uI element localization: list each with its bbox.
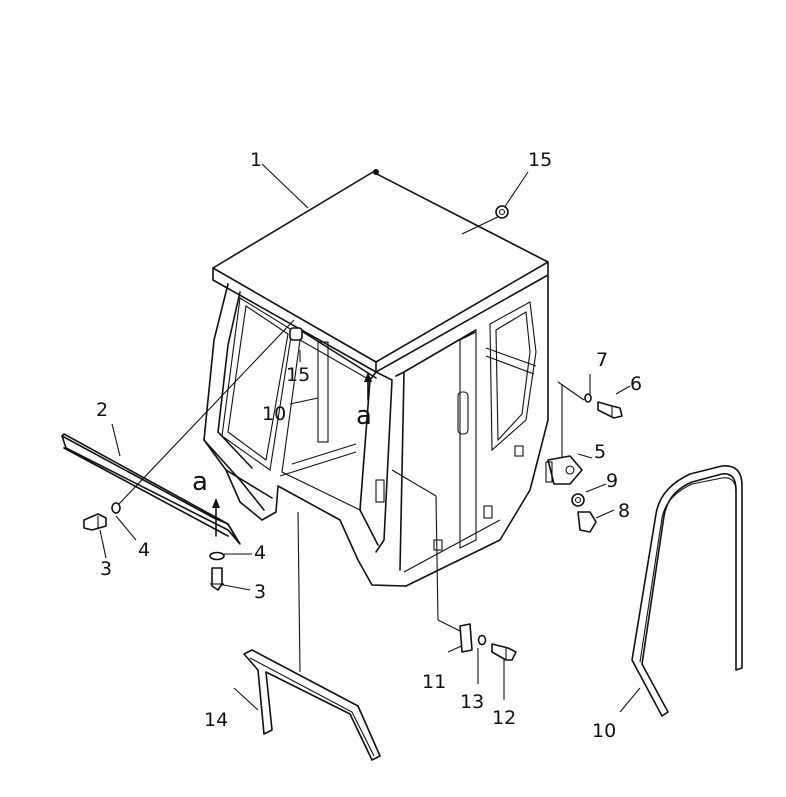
leader-lines [99, 163, 641, 713]
callout-9: 9 [606, 470, 618, 492]
callout-2: 2 [96, 399, 108, 421]
cab-roof [212, 169, 549, 373]
view-mark-a-cab: a [356, 401, 372, 431]
fasteners [83, 205, 623, 661]
side-panel [61, 433, 241, 545]
frame-10 [631, 465, 743, 717]
view-arrows [212, 372, 372, 537]
callout-14: 14 [204, 709, 228, 731]
callout-labels: 1 15 15 10 2 4 3 4 3 7 6 5 9 8 11 13 12 … [96, 149, 642, 742]
callout-7: 7 [596, 349, 608, 371]
cab-body [203, 274, 549, 587]
frame-14 [243, 649, 381, 761]
callout-6: 6 [630, 373, 642, 395]
callout-5: 5 [594, 441, 606, 463]
callout-13: 13 [460, 691, 484, 713]
callout-4-left: 4 [138, 539, 150, 561]
view-mark-a-left: a [192, 467, 208, 497]
callout-15-mid: 15 [286, 364, 310, 386]
callout-10-cab: 10 [262, 403, 286, 425]
callout-8: 8 [618, 500, 630, 522]
callout-3-left: 3 [100, 558, 112, 580]
callout-1: 1 [250, 149, 262, 171]
callout-4-right: 4 [254, 542, 266, 564]
callout-10-frame: 10 [592, 720, 616, 742]
callout-11: 11 [422, 671, 446, 693]
callout-3-right: 3 [254, 581, 266, 603]
callout-12: 12 [492, 707, 516, 729]
callout-15-top: 15 [528, 149, 552, 171]
